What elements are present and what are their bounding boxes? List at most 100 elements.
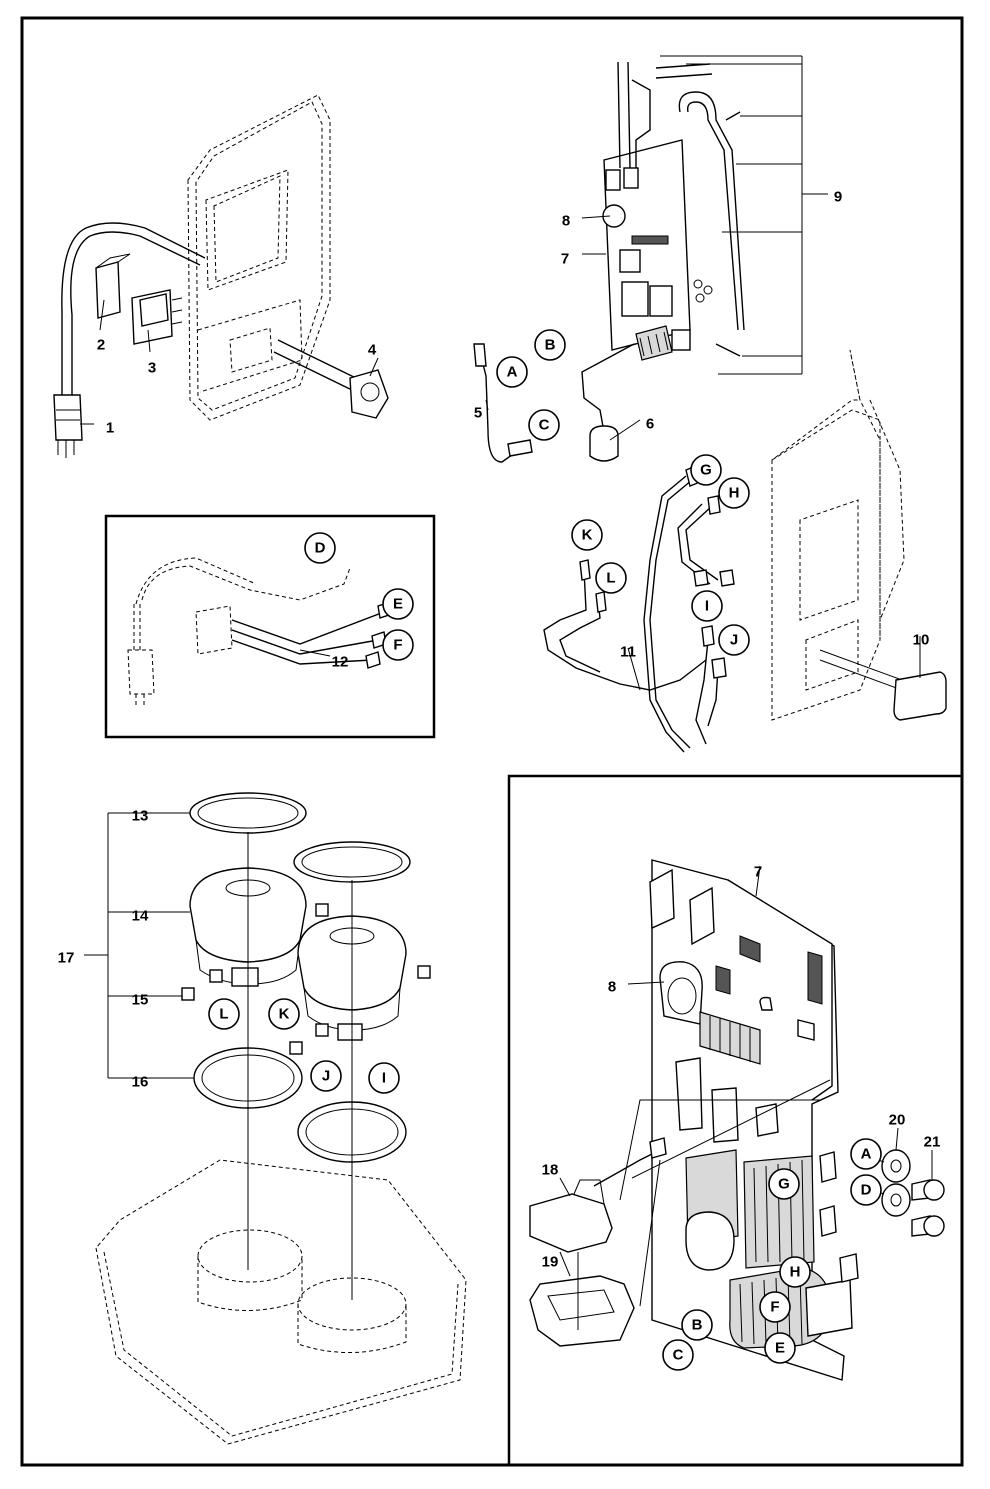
connector-callout-letter: I (382, 1070, 386, 1087)
connector-callout-circle (534, 329, 566, 361)
cord-clamp (95, 253, 131, 319)
connector-callout-letter: L (606, 570, 615, 587)
connector-callout-letter: G (778, 1176, 790, 1193)
connector-callout-circle (368, 1062, 400, 1094)
ground-wire-5 (473, 343, 533, 463)
control-board-top (602, 139, 713, 361)
part-number-label: 8 (562, 213, 570, 230)
part-number-label: 20 (889, 1112, 906, 1129)
motor-ring-16 (193, 1047, 407, 1163)
connector-callout-circle (571, 519, 603, 551)
label-leaders (80, 193, 933, 1277)
connector-callout-letter: D (315, 540, 326, 557)
connector-callout-letter: G (700, 462, 712, 479)
part-number-label: 17 (58, 950, 75, 967)
part-number-label: 5 (474, 405, 482, 422)
connector-callout-letter: C (539, 417, 550, 434)
connector-callout-letter: K (279, 1006, 290, 1023)
connector-callout-circle (310, 1060, 342, 1092)
part-number-label: 18 (542, 1162, 559, 1179)
part-number-label: 6 (646, 416, 654, 433)
carbon-brushes-15 (181, 969, 329, 1055)
connector-callout-circle (382, 588, 414, 620)
wire-set-12 (127, 557, 393, 708)
motor-14-right (297, 915, 431, 1041)
part-number-label: 13 (132, 808, 149, 825)
connector-callout-circle (268, 998, 300, 1030)
connector-callout-circle (690, 454, 722, 486)
part-number-label: 15 (132, 992, 149, 1009)
connector-callout-letter: J (730, 632, 738, 649)
connector-callout-circle (718, 624, 750, 656)
diagram-frame (20, 16, 964, 1467)
part-number-label: 10 (913, 632, 930, 649)
inset-wiring-frame (104, 514, 436, 739)
connector-callout-letter: F (770, 1299, 779, 1316)
connector-callout-circle (850, 1174, 882, 1206)
power-cord (53, 222, 206, 458)
connector-callout-letter: K (582, 527, 593, 544)
connector-callout-letter: C (673, 1347, 684, 1364)
part-number-label: 14 (132, 908, 149, 925)
connector-callout-circle (304, 532, 336, 564)
part-number-label: 16 (132, 1074, 149, 1091)
connector-callout-circle (779, 1256, 811, 1288)
side-housing (771, 349, 905, 721)
connector-callout-letter: B (545, 337, 556, 354)
connector-callout-circle (768, 1168, 800, 1200)
part-number-label: 1 (106, 420, 114, 437)
inset-board-frame (507, 774, 964, 1467)
bracket-19 (529, 1275, 635, 1347)
part-number-label: 8 (608, 979, 616, 996)
gasket-13 (189, 792, 307, 834)
connector-callout-circle (528, 409, 560, 441)
board-axis-lines (577, 1079, 831, 1330)
part-number-label: 3 (148, 360, 156, 377)
connector-callout-letter: D (861, 1182, 872, 1199)
board-wire-harness (617, 61, 745, 357)
connector-callout-letter: H (790, 1264, 801, 1281)
connector-callout-circle (850, 1138, 882, 1170)
connector-callout-circle (764, 1332, 796, 1364)
washer-20-and-screw-21 (871, 1149, 945, 1237)
drain-button-10 (819, 649, 947, 721)
connector-callout-circle (208, 998, 240, 1030)
tank-base (95, 1159, 467, 1445)
gasket-13b (293, 841, 411, 883)
part-number-label: 21 (924, 1134, 941, 1151)
leader-lines-17 (86, 812, 194, 1079)
connector-callout-letter: A (507, 364, 518, 381)
part-number-label: 11 (620, 644, 636, 661)
connector-callout-letter: F (393, 637, 402, 654)
part-number-label: 4 (368, 342, 377, 359)
thermistor-6 (581, 343, 635, 462)
connector-callout-letter: B (692, 1317, 703, 1334)
handle-frame-assembly (187, 94, 331, 421)
connector-callout-circle (681, 1309, 713, 1341)
connector-callout-letter: E (775, 1340, 785, 1357)
part-number-label: 7 (754, 864, 762, 881)
control-board-detail (649, 859, 859, 1381)
connector-callout-circle (691, 590, 723, 622)
connector-callout-circle (759, 1291, 791, 1323)
part-number-label: 2 (97, 337, 105, 354)
connector-callout-circle (382, 629, 414, 661)
connector-callout-circle (595, 562, 627, 594)
connector-callout-letter: A (861, 1146, 872, 1163)
part-number-label: 7 (561, 251, 569, 268)
part-number-label: 12 (332, 654, 349, 671)
connector-callout-letter: H (729, 485, 740, 502)
connector-callout-letter: E (393, 596, 403, 613)
connector-callout-circle (662, 1339, 694, 1371)
connector-callout-letter: J (322, 1068, 330, 1085)
part-number-label: 19 (542, 1254, 559, 1271)
connector-callout-letter: L (219, 1006, 228, 1023)
connector-callout-letter: I (705, 598, 709, 615)
rocker-switch (131, 289, 183, 345)
connector-callout-circle (718, 477, 750, 509)
pressure-switch-rod (273, 339, 389, 419)
part-number-label: 9 (834, 189, 842, 206)
sensor-18 (529, 1137, 667, 1253)
assembly-axis-lines (247, 832, 353, 1300)
